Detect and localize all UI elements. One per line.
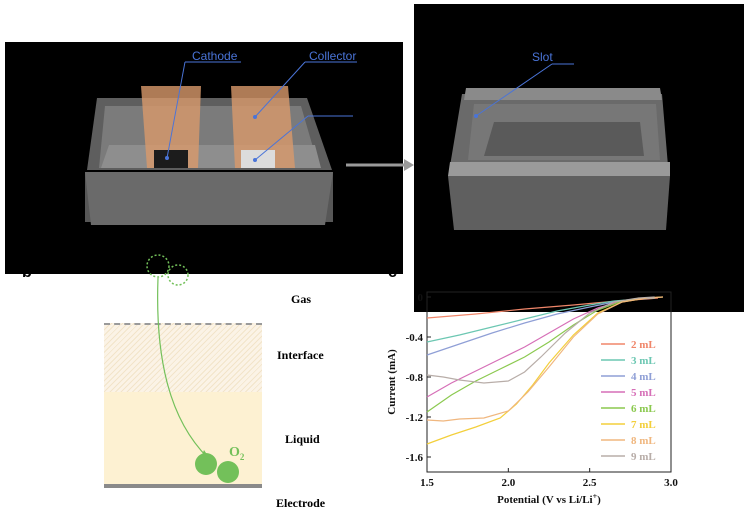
- series-line-7-ml: [426, 296, 663, 445]
- cathode-label: Cathode: [192, 49, 238, 63]
- plot-frame: [426, 291, 672, 473]
- series-line-6-ml: [426, 297, 647, 413]
- transition-arrow: [346, 159, 414, 171]
- y-axis-title: Current (mA): [386, 349, 398, 415]
- liquid-label: Liquid: [285, 432, 320, 446]
- legend-label: 9 mL: [631, 451, 656, 463]
- series-line-8-ml: [426, 296, 663, 422]
- y-tick-label: -0.8: [406, 372, 424, 384]
- legend-label: 5 mL: [631, 387, 656, 399]
- cell-render-left: Cathode Collector: [5, 42, 403, 274]
- slotted-cell-illustration: [448, 63, 670, 230]
- x-tick-label: 2.0: [501, 477, 515, 489]
- x-axis-title: Potential (V vs Li/Li+): [497, 492, 601, 507]
- y-tick-label: -0.4: [406, 332, 424, 344]
- panel-b-letter: b: [22, 264, 32, 281]
- x-tick-label: 1.5: [420, 477, 434, 489]
- y-tick-label: -1.2: [406, 412, 424, 424]
- legend-label: 6 mL: [631, 403, 656, 415]
- cell-render-right: Slot: [414, 4, 744, 312]
- legend-label: 2 mL: [631, 339, 656, 351]
- o2-diffusion-diagram: [146, 254, 239, 483]
- electrode-bar: [104, 484, 262, 488]
- panel-c-letter: c: [388, 264, 397, 281]
- x-tick-label: 3.0: [664, 477, 678, 489]
- y-tick-label: -1.6: [406, 452, 424, 464]
- legend-label: 8 mL: [631, 435, 656, 447]
- interface-label: Interface: [277, 348, 324, 362]
- series-line-3-ml: [426, 297, 655, 343]
- y-tick-label: 0: [418, 292, 424, 304]
- diffusion-arrow: [157, 277, 209, 459]
- electrode-label: Electrode: [276, 496, 326, 510]
- o2-label: O2: [229, 445, 245, 462]
- collector-label: Collector: [309, 49, 357, 63]
- o2-molecule-1: [195, 453, 217, 475]
- x-tick-label: 2.5: [583, 477, 597, 489]
- cell-box-illustration: [85, 61, 357, 225]
- gas-bubble-1: [146, 254, 170, 278]
- gas-bubble-2: [167, 264, 189, 286]
- o2-molecule-2: [217, 461, 239, 483]
- collector-plate: [231, 86, 295, 168]
- legend-label: 3 mL: [631, 355, 656, 367]
- series-line-9-ml: [426, 296, 655, 384]
- cathode-plate: [141, 86, 201, 168]
- gas-label: Gas: [291, 292, 312, 306]
- slot-label: Slot: [532, 50, 553, 64]
- legend-label: 7 mL: [631, 419, 656, 431]
- legend-label: 4 mL: [631, 371, 656, 383]
- lsv-chart: 1.5 2.0 2.5 3.0 0 -0.4 -0.8 -1.2 -1.6 2 mL 3 mL 4 …: [386, 291, 678, 507]
